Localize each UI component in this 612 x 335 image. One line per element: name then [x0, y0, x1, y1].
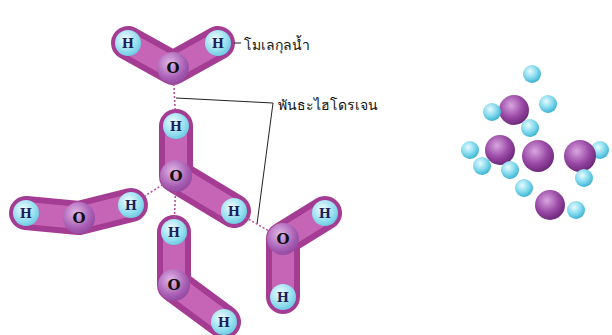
atom-symbol: H	[277, 291, 289, 304]
atom-symbol: O	[276, 232, 289, 247]
atom-symbol: H	[228, 205, 240, 218]
hydrogen-atom: H	[205, 30, 231, 56]
hydrogen-bond	[174, 192, 176, 219]
atom-symbol: H	[212, 37, 224, 50]
oxygen-atom: O	[157, 52, 189, 84]
leader-lines	[176, 43, 273, 224]
atom-symbol: H	[122, 37, 134, 50]
hydrogen-atom: H	[163, 113, 189, 139]
atom-symbol: H	[218, 316, 230, 329]
atom-symbol: H	[168, 226, 180, 239]
hydrogen-atom: H	[118, 192, 144, 218]
atom-symbol: O	[166, 61, 179, 76]
atom-symbol: H	[125, 199, 137, 212]
hydrogen-bond	[245, 217, 269, 231]
hydrogen-atom: H	[221, 198, 247, 224]
callout-label: พันธะไฮโดรเจน	[277, 94, 379, 116]
hydrogen-bond	[142, 185, 163, 198]
atom-symbol: O	[167, 278, 180, 293]
ball-model	[461, 65, 609, 220]
callout-label: โมเลกุลน้ำ	[243, 34, 311, 56]
oxygen-atom: O	[63, 202, 95, 234]
hydrogen-bond	[174, 84, 176, 113]
oxygen-atom: O	[160, 160, 192, 192]
atom-symbol: H	[319, 207, 331, 220]
atom-symbol: H	[20, 207, 32, 220]
oxygen-atom: O	[158, 269, 190, 301]
hydrogen-atom: H	[270, 284, 296, 310]
oxygen-atom: O	[267, 223, 299, 255]
hydrogen-atom: H	[312, 200, 338, 226]
hydrogen-atom: H	[115, 30, 141, 56]
atom-symbol: O	[169, 169, 182, 184]
hydrogen-atom: H	[211, 309, 237, 335]
atom-symbol: O	[72, 211, 85, 226]
hydrogen-atom: H	[13, 200, 39, 226]
atom-symbol: H	[170, 120, 182, 133]
hydrogen-atom: H	[161, 219, 187, 245]
molecule-blobs	[26, 43, 325, 322]
